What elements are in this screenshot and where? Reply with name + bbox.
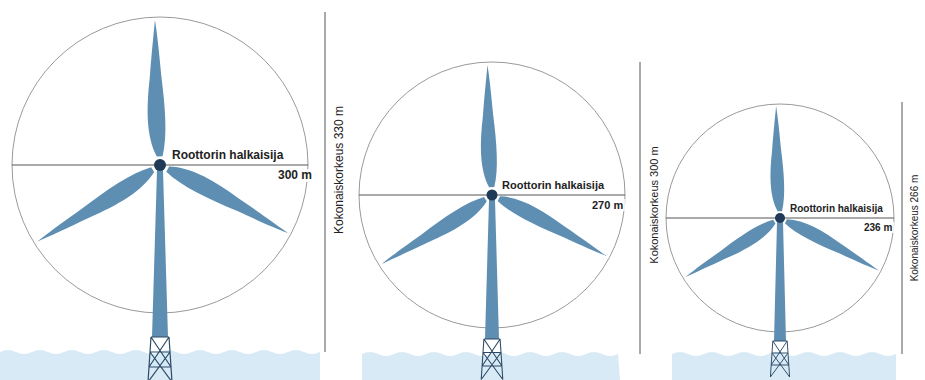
wind-turbine bbox=[12, 12, 325, 380]
height-dimension: Kokonaiskorkeus 300 m bbox=[648, 144, 660, 265]
height-dimension: Kokonaiskorkeus 330 m bbox=[333, 104, 346, 236]
sea-water bbox=[0, 350, 896, 380]
dimension-value: 270 m bbox=[590, 199, 625, 211]
dimension-label: Roottorin halkaisija bbox=[500, 179, 606, 191]
wind-turbine bbox=[666, 102, 902, 377]
dimension-value: 236 m bbox=[862, 222, 894, 233]
height-dimension: Kokonaiskorkeus 266 m bbox=[909, 173, 920, 284]
dimension-label: Roottorin halkaisija bbox=[170, 149, 285, 162]
wind-turbine bbox=[359, 62, 640, 380]
dimension-value: 300 m bbox=[276, 169, 314, 182]
dimension-label: Roottorin halkaisija bbox=[788, 203, 885, 214]
